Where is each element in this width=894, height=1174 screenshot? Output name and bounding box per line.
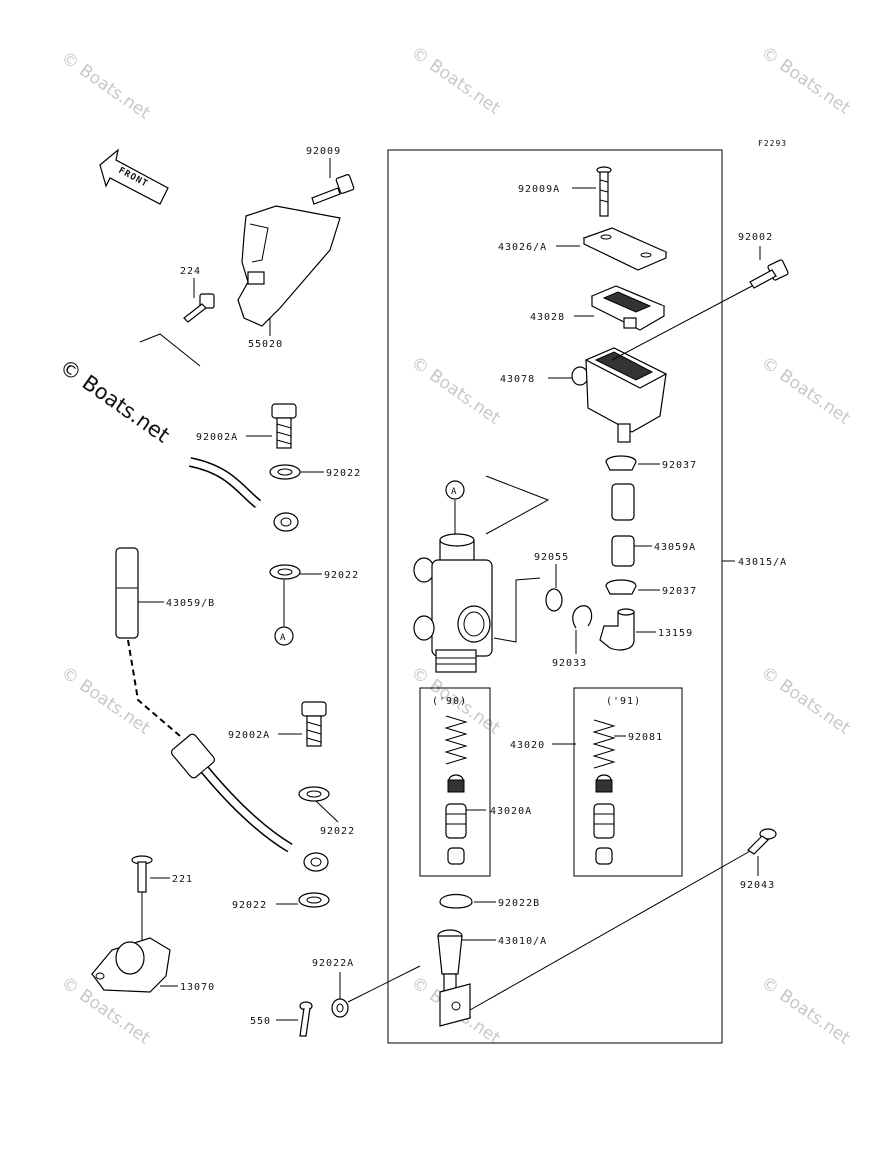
front-arrow-icon: FRONT (99, 148, 169, 205)
box-90 (419, 687, 491, 877)
watermark: © Boats.net (407, 43, 504, 119)
label-92002a-2: 92002A (228, 730, 270, 741)
label-92037-1: 92037 (662, 460, 697, 471)
watermark: © Boats.net (757, 43, 854, 119)
spring-91-icon (592, 719, 616, 865)
bolt-92002-icon (749, 259, 789, 289)
label-43015a: 43015/A (738, 557, 787, 568)
bolt-224-icon (183, 293, 215, 323)
label-92022-2: 92022 (324, 570, 359, 581)
banjo-bolt-92002a-2-icon (301, 701, 327, 747)
label-92022-4: 92022 (232, 900, 267, 911)
label-224: 224 (180, 266, 201, 277)
label-92022b: 92022B (498, 898, 540, 909)
master-cylinder-body-icon (413, 533, 493, 673)
label-92002: 92002 (738, 232, 773, 243)
cotter-pin-550-icon (299, 1001, 313, 1037)
label-92009a: 92009A (518, 184, 560, 195)
label-92033: 92033 (552, 658, 587, 669)
watermark-main: © Boats.net (55, 354, 174, 447)
label-43059b: 43059/B (166, 598, 215, 609)
label-43026a: 43026/A (498, 242, 547, 253)
label-92043: 92043 (740, 880, 775, 891)
label-13159: 13159 (658, 628, 693, 639)
washer-92022-1-icon (269, 464, 301, 480)
label-13070: 13070 (180, 982, 215, 993)
clip-92037-1-icon (605, 455, 637, 471)
label-92055: 92055 (534, 552, 569, 563)
washer-92022-4-icon (298, 892, 330, 908)
year-label-91: ('91) (606, 696, 641, 707)
o-ring-92055-icon (545, 588, 563, 612)
watermark: © Boats.net (757, 973, 854, 1049)
watermark: © Boats.net (757, 663, 854, 739)
watermark: © Boats.net (57, 48, 154, 124)
callout-a-label: A (280, 633, 286, 643)
label-43020a: 43020A (490, 806, 532, 817)
label-550: 550 (250, 1016, 271, 1027)
bolt-92009-icon (311, 174, 355, 205)
washer-92022-3-icon (298, 786, 330, 802)
label-221: 221 (172, 874, 193, 885)
clip-92037-2-icon (605, 579, 637, 595)
watermark: © Boats.net (757, 353, 854, 429)
label-43028: 43028 (530, 312, 565, 323)
label-92009: 92009 (306, 146, 341, 157)
label-92022-1: 92022 (326, 468, 361, 479)
label-43010a: 43010/A (498, 936, 547, 947)
box-91 (573, 687, 683, 877)
circlip-92022b-icon (439, 893, 473, 909)
label-55020: 55020 (248, 339, 283, 350)
circlip-92033-icon (572, 605, 593, 629)
pin-92043-icon (747, 828, 777, 855)
diaphragm-43028-icon (590, 285, 666, 331)
label-43020: 43020 (510, 740, 545, 751)
reservoir-43078-icon (571, 347, 668, 443)
spring-90-icon (444, 715, 468, 865)
push-rod-43010a-icon (437, 929, 471, 1027)
washer-92022-2-icon (269, 564, 301, 580)
brake-hose-upper-icon (115, 457, 299, 639)
screw-92009a-icon (596, 166, 612, 217)
label-92022a: 92022A (312, 958, 354, 969)
callout-a-label-2: A (451, 487, 457, 497)
label-43078: 43078 (500, 374, 535, 385)
label-92037-2: 92037 (662, 586, 697, 597)
screw-221-icon (131, 855, 153, 893)
label-43059a: 43059A (654, 542, 696, 553)
watermark: © Boats.net (407, 353, 504, 429)
label-92081: 92081 (628, 732, 663, 743)
clamp-13070-icon (91, 937, 171, 993)
washer-92022a-icon (331, 998, 349, 1018)
brake-hose-lower-icon (127, 639, 329, 872)
assembly-frame (387, 149, 723, 1044)
figure-code: F2293 (758, 139, 787, 148)
label-92022-3: 92022 (320, 826, 355, 837)
bracket-55020-icon (237, 205, 341, 327)
tube-43059a-icon (611, 483, 635, 567)
reservoir-cap-43026a-icon (582, 227, 668, 271)
year-label-90: ('90) (432, 696, 467, 707)
callout-a-circle-2 (445, 480, 465, 500)
elbow-13159-icon (599, 608, 635, 651)
banjo-bolt-92002a-1-icon (271, 403, 297, 449)
callout-a-circle (274, 626, 294, 646)
label-92002a-1: 92002A (196, 432, 238, 443)
